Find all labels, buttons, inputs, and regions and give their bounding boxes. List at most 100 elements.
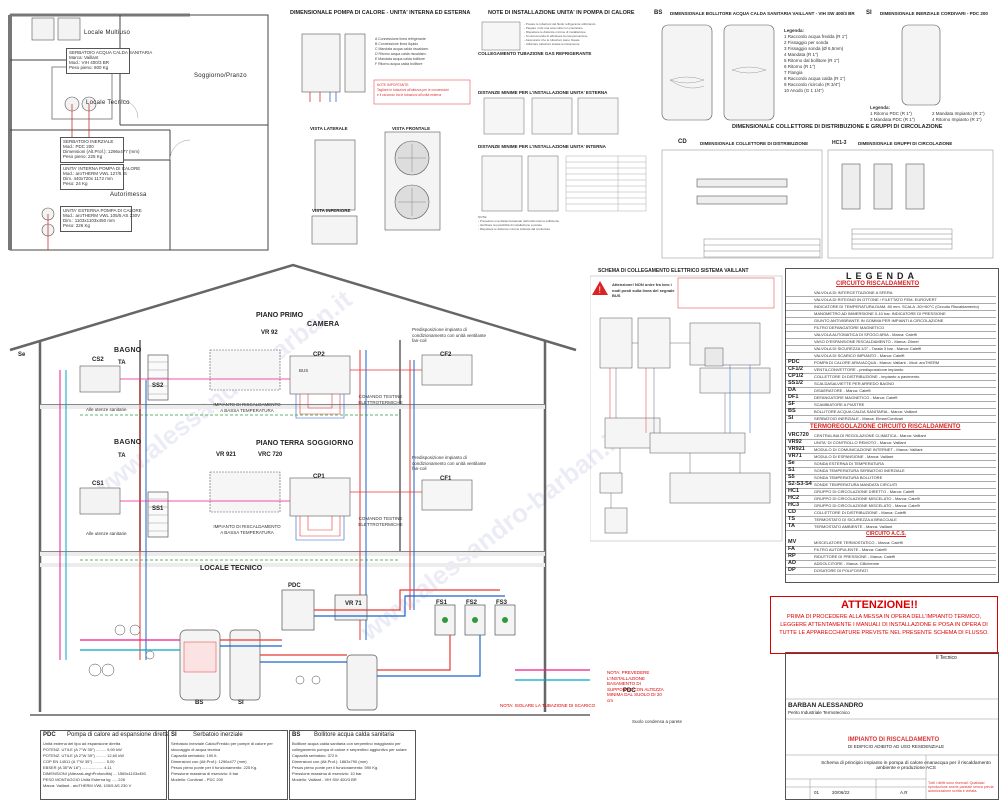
legend-desc: MODULO DI COMUNICAZIONE INTERNET - Marca… [814,447,923,452]
legend-circuito: CIRCUITO RISCALDAMENTO [836,281,920,287]
collector-panel: DIMENSIONALE COLLETTORE DI DISTRIBUZIONE… [652,124,997,259]
note-indoor-unit: UNITA' INTERNA POMPA DI CALORE Mod.: aro… [60,164,140,190]
spec-line: Modello: Cordivari - PDC 200 [171,777,224,782]
legend-desc: DEFANGATORE MAGNETICO - Marca: Caleffi [814,395,898,400]
legend-desc: SCALDASALVIETTE PER ARREDO BAGNO [814,381,895,386]
note-line: Peso pieno: 225 Kg [63,154,103,159]
legend-desc: VALVOLA DI SCARICO IMPIANTO - Marca: Cal… [814,353,905,358]
legend-bs-line: 9 Raccordo ricircolo (R 3/4") [784,82,841,87]
svg-text:F Ritorno acqua calda bollitor: F Ritorno acqua calda bollitore [375,62,423,66]
project-title: IMPIANTO DI RISCALDAMENTO [848,737,940,743]
note-line: UNITA' INTERNA POMPA DI CALORE [63,166,141,171]
legend-desc: ADDOLCITORE - Marca: Cillichemie [814,561,880,566]
legend-symbol: CF1/2 [788,366,803,372]
electrical-title: SCHEMA DI COLLEGAMENTO ELETTRICO SISTEMA… [598,268,749,274]
boiler-inertial-panel: BS DIMENSIONALE BOLLITORE ACQUA CALDA SA… [652,10,997,130]
legend-bs-line: 10 Anodo (G 1 1/4") [784,88,824,93]
collector-drawing [661,149,994,259]
legend-desc: INDICATORE DI TEMPERATURA DIAM. 80 mm. S… [814,304,980,309]
project-building: DI EDIFICIO ADIBITO AD USO RESIDENZIALE [848,744,945,749]
note-line: Dim.: 1103x1103x450 mm [63,218,115,223]
svg-text:NOTE:: NOTE: [478,215,487,219]
spec-line: Dimensioni con (Alt.Prof.): 1863x790 (mm… [292,759,368,764]
date-value: 20/06/22 [832,790,850,795]
legend-symbol: HC3 [788,502,800,508]
legend-si-line: 1 Ritorno PDC (R 1") [870,111,912,116]
legend-desc: MODULO DI ESPANSIONE - Marca: Vaillant [814,454,894,459]
boiler-inertial-drawing [661,24,941,121]
room-bagno-terra: BAGNO [114,439,142,446]
legend-si-line: 4 Ritorno Impianto (R 1") [932,117,982,122]
spec-tag: PDC [43,732,56,738]
spec-line: Unità esterna del tipo ad espansione dir… [43,741,121,746]
nota-tubo: NOTA: ISOLARE LA TUBAZIONE DI SCARICO [500,703,596,708]
legend-symbol: DF1 [788,394,799,400]
impianto-primo: IMPIANTO DI RISCALDAMENTO A BASSA TEMPER… [213,402,281,413]
legend-symbol: CP1/2 [788,373,804,379]
room-soggiorno: Soggiorno/Pranzo [194,73,247,79]
legend-bs-line: 8 Raccordo acqua calda (R 1") [784,76,846,81]
project-schema: Schema di principio impianto in pompa di… [821,761,991,771]
attention-title: ATTENZIONE!! [841,599,918,611]
legend-desc: MANOMETRO AD IMMERSIONE 0-10 bar. INDICA… [814,311,946,316]
legend-termoreg: TERMOREGOLAZIONE CIRCUITO RISCALDAMENTO [810,424,961,430]
spec-line: Marca: Vaillant - aroTHERM VWL 105/5 AS … [43,783,132,788]
note-line: Peso pieno: 600 Kg [69,65,109,70]
legend-symbol: TS [788,516,796,522]
spec-line: stoccaggio di acqua tecnica [171,747,221,752]
cd-tag: CD [678,139,687,145]
si-label: SI [238,700,244,706]
vr71-label: VR 71 [345,601,362,607]
legend-row: INDICATORE DI TEMPERATURA DIAM. 80 mm. S… [786,303,996,311]
install-notes-title: NOTE DI INSTALLAZIONE UNITA' IN POMPA DI… [488,10,635,16]
legend-symbol: SF [788,401,796,407]
note-line: SERBATOIO ACQUA CALDA SANITARIA [69,50,153,55]
floor-title-terra: PIANO TERRA [256,440,305,447]
cf1-label: CF1 [440,476,452,482]
legend-symbol: HC2 [788,495,800,501]
spec-line: Capacità serbatoio: 372 lt. [292,753,339,758]
note-line: Mod.: PDC 200 [63,144,94,149]
legend-si-line: 3 Mandata PDC (R 1") [870,117,915,122]
svg-text:- Assicurarsi che le tubazioni: - Assicurarsi che le tubazioni siano fis… [524,38,580,42]
room-locale-multiuso: Locale Multiuso [84,30,131,36]
pdc-dims-panel: DIMENSIONALE POMPA DI CALORE - UNITA' IN… [290,10,475,255]
title-block: Il Tecnico BARBAN ALESSANDRO Perito Indu… [785,652,999,800]
legend-symbol: S5 [788,474,795,480]
legend-symbol: VRC720 [788,432,809,438]
spec-title: Pompa di calore ad espansione diretta [67,732,170,738]
bs-label: BS [195,700,204,706]
fs2-label: FS2 [466,600,478,606]
dist-esterna-label: DISTANZE MINIME PER L'INSTALLAZIONE UNIT… [478,90,608,95]
bs-tag: BS [654,10,663,16]
spec-line: Pesos pieno ponte per il funzionamento: … [171,765,258,770]
legend-desc: VASO D'ESPANSIONE RISCALDAMENTO - Marca:… [814,339,919,344]
cf2-label: CF2 [440,352,452,358]
legend-row: VALVOLA DI INTERCETTAZIONE A SFERA [786,289,996,297]
legend-row: FILTRO DEFANGATORE MAGNETICO [786,324,996,332]
spec-line: Bollitore acqua calda sanitaria con serp… [292,741,401,746]
spec-box-pdc: PDC Pompa di calore ad espansione dirett… [40,730,170,800]
predisposizione-primo: Predisposizione impianto di condizioname… [412,327,487,343]
note-line: Mod.: VIH 400/3 BR [69,60,110,65]
spec-line: EBSER (A 35°W 18°) ................... 4… [43,765,112,770]
tecnico-name: BARBAN ALESSANDRO [788,702,864,709]
note-line: Peso: 24 Kg [63,181,88,186]
svg-text:B Connessione linea liquido: B Connessione linea liquido [375,42,418,46]
legend-title: LEGENDA [846,271,919,281]
legend-symbol: FA [788,546,796,552]
spec-tag: SI [171,732,177,738]
legend-desc: SONDA TEMPERATURA SERBATOIO INERZIALE [814,468,905,473]
svg-text:- Rispettare le distanze minim: - Rispettare le distanze minime indicate… [478,227,551,231]
